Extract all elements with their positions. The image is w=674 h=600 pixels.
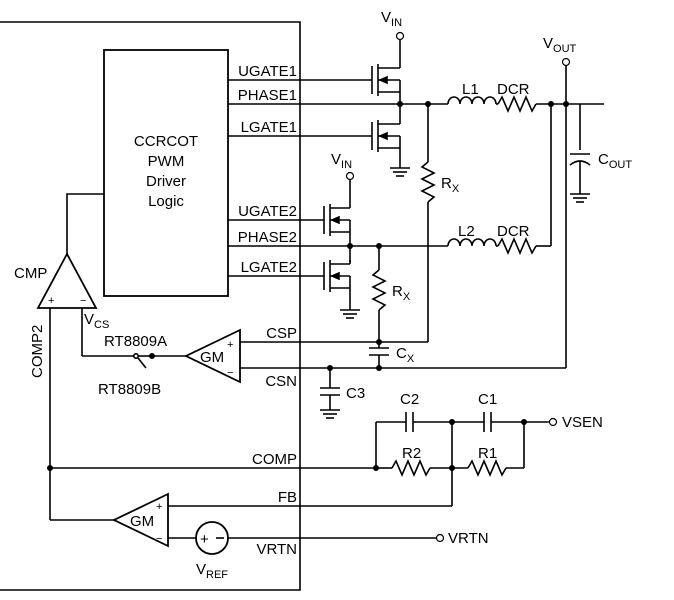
vout-label: VOUT: [543, 35, 577, 55]
vref-plus: +: [200, 531, 209, 548]
pin-vrtn-label: VRTN: [256, 541, 297, 558]
pin-comp-label: COMP: [252, 451, 297, 468]
gm-error-amp: [111, 492, 169, 548]
cmp-plus: +: [48, 295, 54, 307]
rt8809a-label: RT8809A: [104, 333, 167, 350]
pin-lgate2-label: LGATE2: [241, 259, 297, 276]
vin2-label: VIN: [331, 151, 352, 171]
gm-error-amp-minus: −: [156, 533, 162, 545]
inductor-l1: [447, 96, 497, 105]
compensation-network: [375, 412, 549, 506]
junction-dot: [376, 365, 382, 371]
pin-lgate1-label: LGATE1: [241, 119, 297, 136]
ground-symbol-q2: [340, 309, 360, 319]
output-capacitor: [569, 104, 591, 203]
cmp-label: CMP: [14, 265, 47, 282]
resistor-rx-2: [371, 269, 387, 311]
gm-error-amp-label: GM: [130, 513, 154, 530]
ic-boundary: [0, 21, 301, 591]
vref-label: VREF: [196, 561, 228, 581]
resistor-rx-2-label: RX: [392, 283, 411, 303]
resistor-dcr-2: [497, 236, 537, 256]
output-capacitor-label: COUT: [598, 151, 632, 171]
comp2-label: COMP2: [29, 325, 46, 378]
junction-dot: [47, 465, 53, 471]
controller-label-4: Logic: [148, 193, 184, 210]
low-side-mosfet-1: [371, 120, 401, 168]
gm-error-amp-plus: +: [156, 501, 162, 513]
resistor-dcr-1-label: DCR: [497, 81, 530, 98]
capacitor-cx-label: CX: [396, 345, 415, 365]
rt8809-selection-switch: [81, 308, 152, 369]
cmp-minus: −: [80, 295, 86, 307]
cmp-comparator: [36, 252, 98, 309]
vrtn-terminal: [435, 533, 445, 543]
resistor-r2-label: R2: [402, 445, 421, 462]
high-side-mosfet-1: [371, 62, 401, 120]
junction-dot: [373, 465, 379, 471]
gm-current-amp: [183, 328, 241, 384]
junction-dot: [376, 339, 382, 345]
vrtn-external-label: VRTN: [448, 530, 489, 547]
junction-dot: [521, 419, 527, 425]
vin1-label: VIN: [381, 9, 402, 29]
resistor-rx-1-label: RX: [441, 175, 460, 195]
pin-phase2-label: PHASE2: [238, 229, 297, 246]
pwm-driver-logic-block: [103, 49, 229, 297]
resistor-dcr-1: [497, 94, 537, 114]
gm-current-amp-minus: −: [227, 367, 233, 379]
cmp-output-wire: [66, 193, 104, 254]
inductor-l2-label: L2: [458, 223, 475, 240]
controller-label-3: Driver: [146, 173, 186, 190]
resistor-r1-label: R1: [478, 445, 497, 462]
vsen-label: VSEN: [562, 414, 603, 431]
pin-csp-label: CSP: [266, 325, 297, 342]
pin-ugate2-label: UGATE2: [238, 203, 297, 220]
controller-label-2: PWM: [148, 153, 185, 170]
vout-terminal: [561, 57, 571, 104]
vin1-terminal: [395, 31, 405, 62]
gm-current-amp-label: GM: [200, 349, 224, 366]
vsen-terminal: [548, 417, 558, 427]
vin2-terminal: [345, 171, 355, 202]
junction-dot: [397, 101, 403, 107]
inductor-l1-label: L1: [462, 81, 479, 98]
low-side-mosfet-2: [323, 260, 351, 310]
capacitor-c1-label: C1: [478, 391, 497, 408]
resistor-dcr-2-label: DCR: [497, 223, 530, 240]
junction-dot: [449, 465, 455, 471]
vcs-label: VCS: [84, 311, 109, 331]
junction-dot: [347, 243, 353, 249]
resistor-rx-1: [420, 161, 436, 203]
ground-symbol-q1: [390, 167, 410, 177]
pin-ugate1-label: UGATE1: [238, 63, 297, 80]
pin-phase1-label: PHASE1: [238, 87, 297, 104]
capacitor-c3: [320, 368, 340, 419]
capacitor-c2-label: C2: [400, 391, 419, 408]
pin-fb-label: FB: [278, 489, 297, 506]
inductor-l2: [447, 238, 497, 247]
capacitor-c3-label: C3: [346, 385, 365, 402]
driver-pin-lines: [228, 79, 400, 277]
high-side-mosfet-2: [323, 202, 351, 262]
gm-current-amp-plus: +: [227, 339, 233, 351]
pin-csn-label: CSN: [265, 373, 297, 390]
controller-label-1: CCRCOT: [134, 133, 198, 150]
rt8809b-label: RT8809B: [98, 381, 161, 398]
junction-dot: [449, 419, 455, 425]
